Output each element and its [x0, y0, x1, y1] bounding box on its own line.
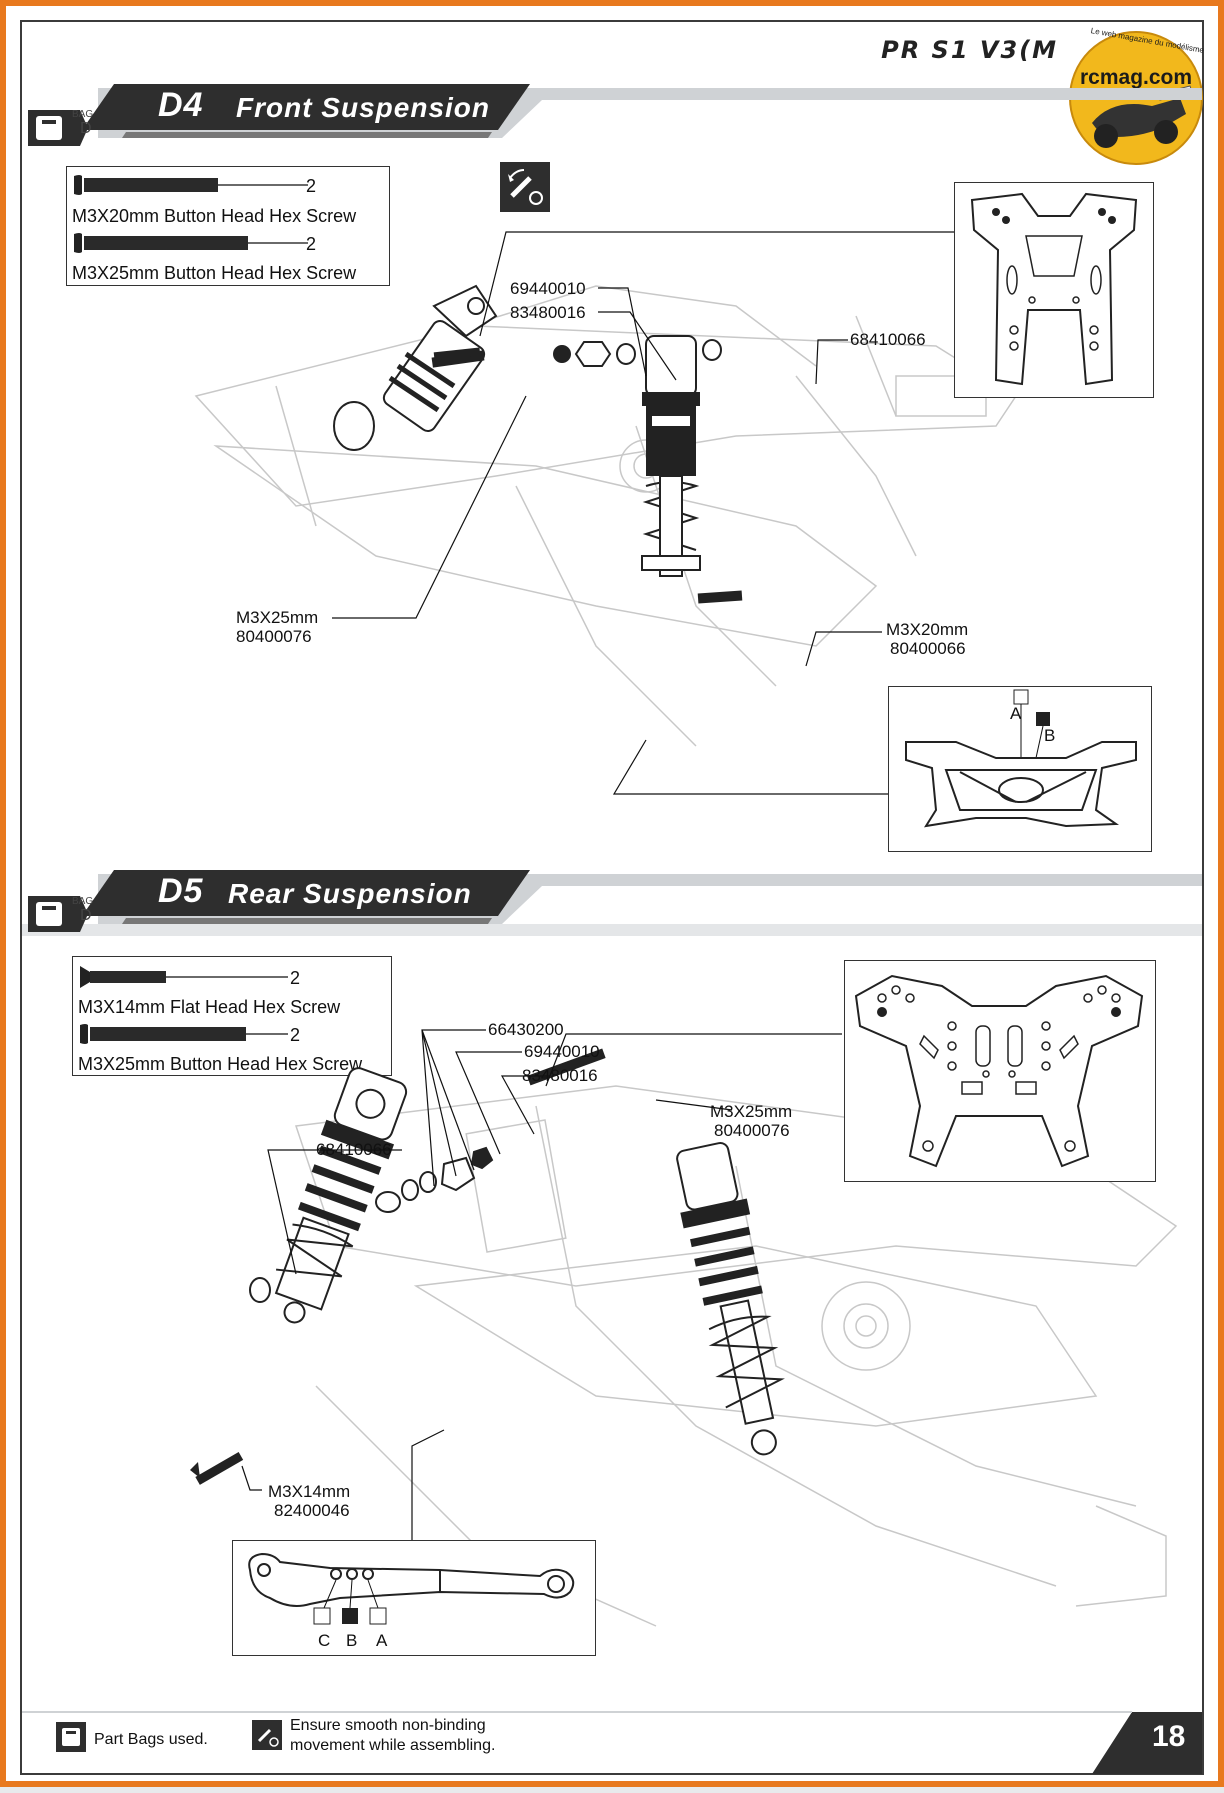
logo-text: rcmag.com — [1080, 66, 1193, 89]
d5-hw-qty-2: 2 — [290, 1025, 301, 1045]
d4-callout-68410066: 68410066 — [850, 330, 926, 349]
d5-hw-qty-1: 2 — [290, 968, 301, 988]
brand-title: PR S1 V3(M — [881, 36, 1058, 64]
d4-bag-icon — [28, 110, 88, 146]
d4-callout-m3x20-size: M3X20mm — [886, 620, 969, 639]
footer-bar — [22, 1711, 1202, 1774]
front-shock-tower — [970, 192, 1138, 386]
d4-leader-lines — [332, 231, 962, 795]
d4-callout-69440010: 69440010 — [510, 279, 586, 298]
d4-section-title: Front Suspension — [236, 92, 490, 123]
d5-hw-name-1: M3X14mm Flat Head Hex Screw — [78, 997, 341, 1017]
d4-screw-m3x20 — [74, 175, 308, 195]
d5-screw-m3x25 — [80, 1024, 288, 1044]
d5-link-pos-b: B — [346, 1631, 358, 1650]
d5-bag-label: BAG — [72, 896, 94, 907]
d4-hw-qty-2: 2 — [306, 234, 317, 254]
d4-callout-83480016: 83480016 — [510, 303, 586, 322]
footer-movement-note-2: movement while assembling. — [290, 1737, 496, 1754]
d5-callout-m3x25-part: 80400076 — [714, 1121, 790, 1140]
d5-callout-83480016: 83480016 — [522, 1066, 598, 1085]
d4-bag-label: BAG — [72, 109, 94, 120]
page-frame — [20, 20, 1204, 1775]
d4-assembly-drawing — [194, 284, 1018, 747]
d5-section-code: D5 — [158, 872, 204, 910]
d4-hw-name-1: M3X20mm Button Head Hex Screw — [72, 206, 357, 226]
d4-banner — [82, 84, 1202, 138]
d4-screw-m3x25 — [74, 233, 308, 253]
d5-leader-lines — [241, 1029, 842, 1540]
footer-bags-note: Part Bags used. — [94, 1731, 208, 1748]
movement-icon — [500, 162, 550, 212]
d5-callout-m3x14-size: M3X14mm — [268, 1482, 351, 1501]
d4-callout-m3x25-part: 80400076 — [236, 627, 312, 646]
d4-arm-pos-a: A — [1010, 704, 1022, 723]
d5-banner — [22, 870, 1202, 936]
d5-screw-m3x14 — [80, 966, 288, 988]
d5-link-pos-c: C — [318, 1631, 331, 1650]
page-number: 18 — [1152, 1720, 1186, 1753]
d5-callout-m3x25-size: M3X25mm — [710, 1102, 793, 1121]
part-bag-icon — [56, 1722, 86, 1752]
rear-link-arm — [248, 1552, 575, 1625]
d4-callout-m3x20-part: 80400066 — [890, 639, 966, 658]
d5-bag-letter: D — [80, 907, 92, 924]
footer-movement-note-1: Ensure smooth non-binding — [290, 1717, 486, 1734]
d5-callout-66430200: 66430200 — [488, 1020, 564, 1039]
d4-section-code: D4 — [158, 86, 204, 124]
d5-bag-icon — [28, 896, 88, 932]
d4-hw-name-2: M3X25mm Button Head Hex Screw — [72, 263, 357, 283]
d5-link-pos-a: A — [376, 1631, 388, 1650]
d5-callout-69440010: 69440010 — [524, 1042, 600, 1061]
d4-callout-m3x25-size: M3X25mm — [236, 608, 319, 627]
d4-hw-qty-1: 2 — [306, 176, 317, 196]
d5-callout-68410066: 68410066 — [316, 1140, 392, 1159]
d4-arm-pos-b: B — [1044, 726, 1056, 745]
d5-assembly-drawing — [190, 1048, 1178, 1627]
d5-section-title: Rear Suspension — [228, 878, 472, 909]
footer-movement-icon — [252, 1720, 282, 1750]
d5-hw-name-2: M3X25mm Button Head Hex Screw — [78, 1054, 363, 1074]
front-arm — [905, 689, 1137, 828]
d5-callout-m3x14-part: 82400046 — [274, 1501, 350, 1520]
rear-shock-tower — [854, 974, 1144, 1168]
d4-bag-letter: D — [80, 120, 92, 137]
